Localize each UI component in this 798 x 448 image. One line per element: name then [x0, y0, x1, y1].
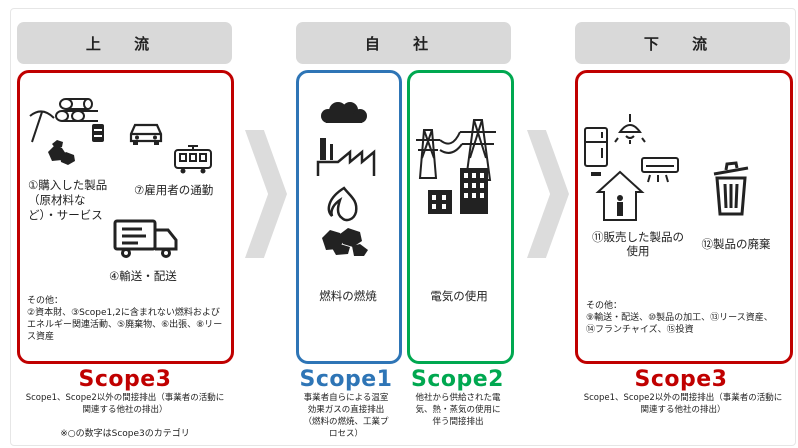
factory-smoke-icon [314, 100, 384, 182]
scope1-description: 事業者自らによる温室効果ガスの直接排出（燃料の燃焼、工業プロセス） [303, 393, 389, 439]
downstream-others-label: その他： [586, 301, 623, 311]
category-1-label: ①購入した製品（原材料など）・サービス [28, 178, 108, 222]
upstream-others-list: ②資本財、③Scope1,2に含まれない燃料およびエネルギー関連活動、⑤廃棄物、… [27, 308, 223, 342]
train-icon [172, 144, 214, 174]
raw-materials-icon [26, 96, 110, 168]
scope3-left-description: Scope1、Scope2以外の間接排出（事業者の活動に関連する他社の排出） [25, 393, 225, 415]
header-own-company: 自 社 [296, 22, 511, 64]
scope2-label: Scope2 [411, 367, 504, 392]
upstream-others-label: その他： [27, 296, 64, 306]
header-upstream: 上 流 [17, 22, 232, 64]
category-4-label: ④輸送・配送 [109, 269, 177, 283]
burning-coal-icon [316, 186, 372, 256]
diagram-frame [10, 8, 796, 446]
footnote: ※○の数字はScope3のカテゴリ [60, 429, 190, 439]
upstream-box [17, 70, 234, 364]
scope2-description: 他社から供給された電気、熱・蒸気の使用に伴う間接排出 [415, 393, 501, 427]
category-7-label: ⑦雇用者の通勤 [134, 183, 214, 197]
fuel-combustion-label: 燃料の燃焼 [319, 289, 377, 303]
electricity-use-label: 電気の使用 [430, 289, 488, 303]
scope3-right-description: Scope1、Scope2以外の間接排出（事業者の活動に関連する他社の排出） [583, 393, 783, 415]
scope2-box [407, 70, 514, 364]
downstream-box [575, 70, 793, 364]
header-downstream: 下 流 [575, 22, 790, 64]
power-tower-building-icon [412, 118, 502, 228]
car-icon [128, 120, 164, 146]
category-12-label: ⑫製品の廃棄 [701, 237, 771, 251]
scope1-label: Scope1 [299, 367, 393, 392]
downstream-others-list: ⑨輸送・配送、⑩製品の加工、⑬リース資産、⑭フランチャイズ、⑮投資 [586, 313, 773, 335]
category-11-label: ⑪販売した製品の使用 [592, 230, 684, 258]
delivery-truck-icon [112, 218, 180, 260]
home-appliances-icon [582, 112, 686, 224]
scope3-left-label: Scope3 [78, 367, 172, 392]
trash-can-icon [710, 160, 752, 216]
scope3-right-label: Scope3 [634, 367, 728, 392]
